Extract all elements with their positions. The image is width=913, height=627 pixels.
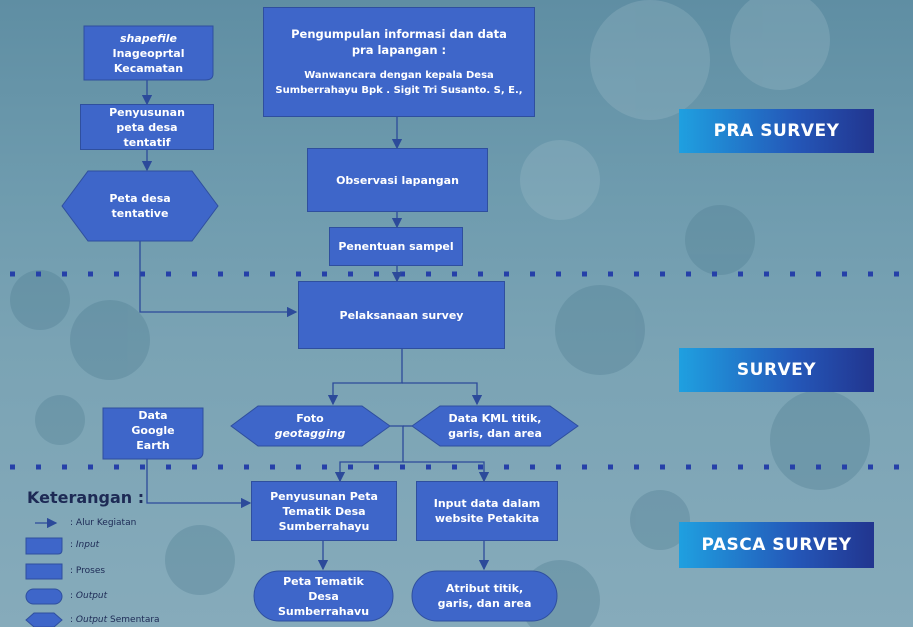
node-shapefile: shapefile Inageoprtal Kecamatan bbox=[84, 26, 213, 80]
foto-geotagging-label: geotagging bbox=[274, 427, 346, 440]
pengumpulan-body: Wanwancara dengan kepala Desa Sumberraha… bbox=[275, 70, 523, 96]
legend-output-icon bbox=[25, 588, 63, 605]
node-google-earth: Data Google Earth bbox=[131, 409, 175, 452]
legend-item-output: : Output bbox=[70, 591, 108, 601]
node-peta-desa-tentative: Peta desa tentative bbox=[109, 192, 171, 220]
node-penyusunan-peta: Penyusunan peta desa tentatif bbox=[80, 104, 214, 150]
legend-title: Keterangan : bbox=[27, 488, 145, 507]
foto-label: Foto bbox=[296, 412, 324, 425]
node-pelaksanaan: Pelaksanaan survey bbox=[298, 281, 505, 349]
arrow-pelaksanaan-to-kml bbox=[402, 382, 483, 406]
legend-item-proses: : Proses bbox=[70, 566, 106, 576]
node-penentuan: Penentuan sampel bbox=[329, 227, 463, 266]
arrow-peta-to-pelaksanaan bbox=[139, 241, 298, 318]
pengumpulan-title: Pengumpulan informasi dan data pra lapan… bbox=[291, 27, 507, 57]
node-data-kml-shape bbox=[411, 405, 579, 447]
node-atribut-shape bbox=[411, 570, 558, 622]
legend-item-alur: : Alur Kegiatan bbox=[70, 518, 137, 528]
legend-item-input: : Input bbox=[70, 540, 100, 550]
node-foto-shape bbox=[230, 405, 391, 447]
node-observasi: Observasi lapangan bbox=[307, 148, 488, 212]
node-input-website: Input data dalam website Petakita bbox=[416, 481, 558, 541]
legend-proses-icon bbox=[25, 563, 63, 580]
legend-output-sementara-icon bbox=[25, 612, 63, 627]
shapefile-label: shapefile bbox=[119, 31, 178, 45]
node-peta-tematik: Peta Tematik Desa Sumberrahavu bbox=[277, 574, 370, 618]
arrow-pelaksanaan-split bbox=[327, 349, 403, 406]
node-data-kml: Data KML titik, garis, dan area bbox=[448, 412, 542, 440]
shapefile-source-label: Inageoprtal Kecamatan bbox=[112, 46, 185, 75]
arrow-google-to-penyusunan bbox=[146, 459, 252, 509]
node-pengumpulan: Pengumpulan informasi dan data pra lapan… bbox=[263, 7, 535, 117]
stage-pasca-survey: PASCA SURVEY bbox=[679, 522, 874, 568]
node-google-earth-shape bbox=[102, 407, 204, 460]
stage-survey: SURVEY bbox=[679, 348, 874, 392]
stage-pra-survey: PRA SURVEY bbox=[679, 109, 874, 153]
legend-item-output-sementara: : Output Sementara bbox=[70, 615, 160, 625]
arrow-join-to-input bbox=[403, 461, 490, 483]
node-atribut: Atribut titik, garis, dan area bbox=[437, 582, 532, 610]
node-penyusunan-tematik: Penyusunan Peta Tematik Desa Sumberrahay… bbox=[251, 481, 397, 541]
node-shapefile-shape bbox=[83, 25, 214, 81]
node-peta-tematik-shape bbox=[253, 570, 394, 622]
node-foto: Foto geotagging bbox=[258, 406, 362, 446]
legend-input-icon bbox=[25, 537, 63, 555]
node-peta-desa-tentative-shape bbox=[61, 170, 219, 242]
